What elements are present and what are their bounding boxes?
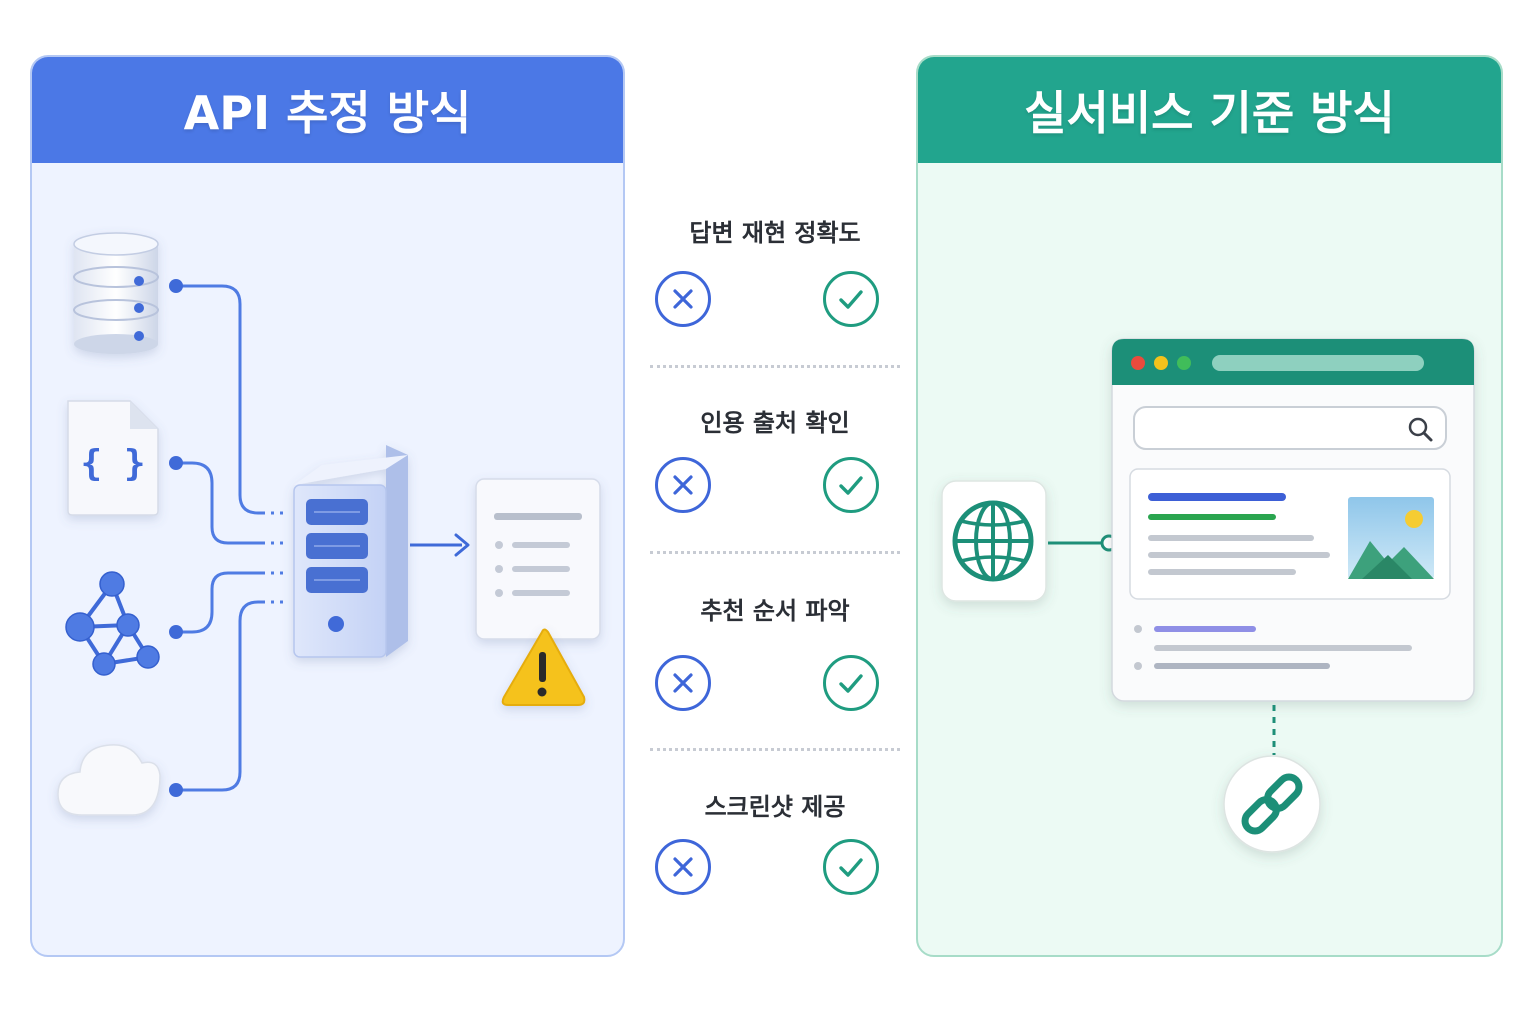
- svg-text:{ }: { }: [80, 443, 145, 484]
- panel-title-api: API 추정 방식: [183, 86, 472, 140]
- check-circle-icon: [823, 839, 879, 895]
- real-service-panel: 실서비스 기준 방식: [916, 55, 1503, 957]
- x-circle-icon: [655, 839, 711, 895]
- check-circle-icon: [823, 271, 879, 327]
- warning-icon: [501, 628, 586, 706]
- x-circle-icon: [655, 655, 711, 711]
- x-circle-icon: [655, 457, 711, 513]
- panel-title-real-service: 실서비스 기준 방식: [1024, 86, 1395, 140]
- criterion-label: 스크린샷 제공: [704, 793, 846, 821]
- criterion-label: 답변 재현 정확도: [689, 219, 861, 247]
- criterion-source-citation: 인용 출처 확인: [640, 385, 910, 525]
- api-diagram: { }: [57, 232, 601, 816]
- panel-header-real-service: 실서비스 기준 방식: [918, 57, 1501, 163]
- network-graph-icon: [65, 571, 160, 676]
- divider: [650, 365, 900, 368]
- criterion-recommendation-order: 추천 순서 파악: [640, 573, 910, 713]
- criterion-screenshot: 스크린샷 제공: [640, 769, 910, 909]
- image-icon: [1348, 497, 1434, 579]
- panel-header-api: API 추정 방식: [32, 57, 623, 163]
- cloud-icon: [57, 744, 161, 816]
- divider: [650, 748, 900, 751]
- document-list-icon: [475, 478, 601, 640]
- criterion-label: 인용 출처 확인: [700, 409, 850, 437]
- search-icon: [1408, 417, 1433, 442]
- criterion-answer-accuracy: 답변 재현 정확도: [640, 195, 910, 335]
- browser-window-icon: [1111, 338, 1475, 702]
- api-estimation-panel: API 추정 방식: [30, 55, 625, 957]
- json-file-icon: { }: [67, 400, 159, 516]
- output-arrow: [410, 533, 470, 557]
- check-circle-icon: [823, 457, 879, 513]
- real-service-diagram: [941, 338, 1475, 853]
- check-circle-icon: [823, 655, 879, 711]
- link-icon: [1223, 755, 1321, 853]
- globe-icon: [941, 480, 1047, 602]
- database-icon: [73, 232, 159, 354]
- server-icon: [293, 445, 408, 658]
- divider: [650, 551, 900, 554]
- connector-lines: [176, 284, 262, 792]
- criterion-label: 추천 순서 파악: [700, 597, 850, 625]
- x-circle-icon: [655, 271, 711, 327]
